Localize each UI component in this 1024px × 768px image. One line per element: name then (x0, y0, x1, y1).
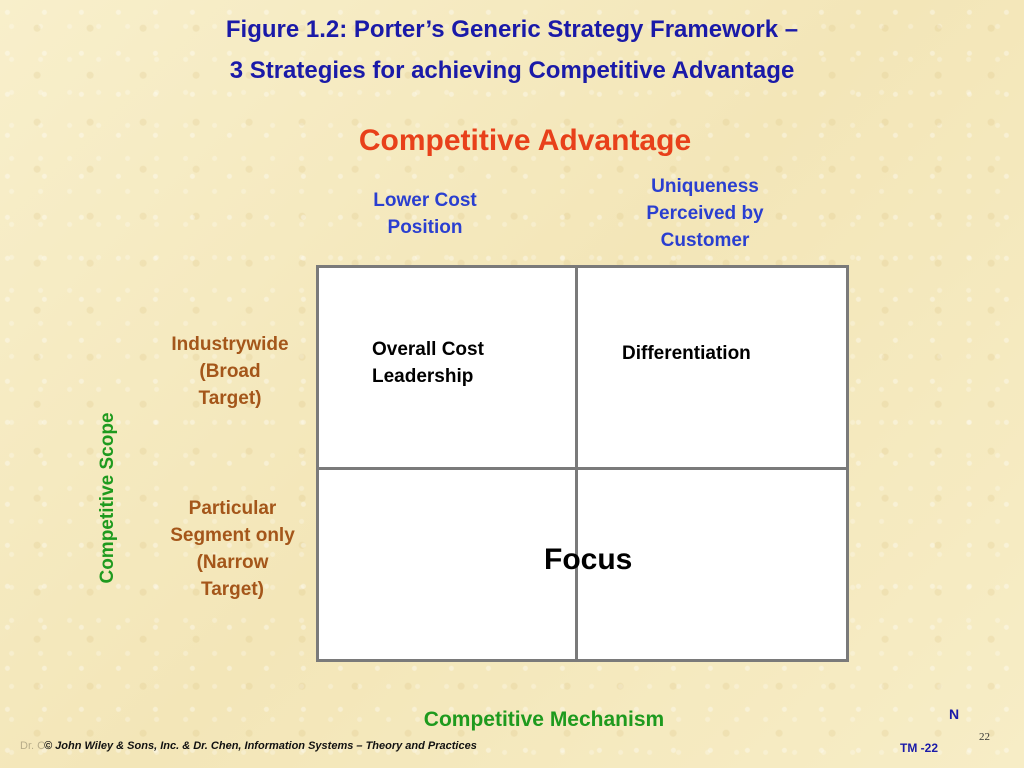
row-label-particular-segment: Particular Segment only (Narrow Target) (150, 495, 315, 603)
row-label-line: (Narrow (196, 552, 269, 573)
footer-copyright: © John Wiley & Sons, Inc. & Dr. Chen, In… (44, 740, 477, 752)
competitive-advantage-label: Competitive Advantage (358, 124, 692, 157)
page-number: 22 (979, 731, 990, 743)
figure-title-line-2: 3 Strategies for achieving Competitive A… (229, 57, 795, 84)
cell-overall-cost-leadership: Overall Cost Leadership (372, 336, 542, 390)
matrix-vertical-divider (575, 265, 578, 662)
figure-title-line-1: Figure 1.2: Porter’s Generic Strategy Fr… (225, 16, 799, 43)
column-header-line: Customer (660, 230, 750, 251)
footer-faded-text: Dr. C (20, 740, 46, 752)
corner-mark: N (949, 706, 960, 722)
cell-line: Leadership (372, 366, 474, 387)
column-header-lower-cost: Lower Cost Position (345, 187, 505, 241)
cell-line: Overall Cost (372, 339, 484, 360)
row-label-line: (Broad (199, 361, 261, 382)
slide-id: TM -22 (900, 741, 939, 755)
cell-differentiation: Differentiation (622, 343, 751, 364)
matrix-horizontal-divider (316, 467, 849, 470)
column-header-line: Uniqueness (651, 176, 759, 197)
row-label-line: Target) (201, 579, 264, 600)
column-header-line: Perceived by (646, 203, 764, 224)
row-label-industrywide: Industrywide (Broad Target) (150, 331, 310, 412)
competitive-mechanism-label: Competitive Mechanism (423, 708, 665, 731)
cell-focus: Focus (544, 543, 633, 576)
column-header-line: Lower Cost (373, 190, 477, 211)
row-label-line: Segment only (170, 525, 295, 546)
row-label-line: Target) (198, 388, 262, 409)
row-label-line: Industrywide (171, 334, 289, 355)
row-label-line: Particular (188, 498, 277, 519)
column-header-line: Position (387, 217, 463, 238)
strategy-matrix (316, 265, 849, 662)
competitive-scope-label: Competitive Scope (97, 412, 118, 584)
column-header-uniqueness: Uniqueness Perceived by Customer (615, 173, 795, 254)
